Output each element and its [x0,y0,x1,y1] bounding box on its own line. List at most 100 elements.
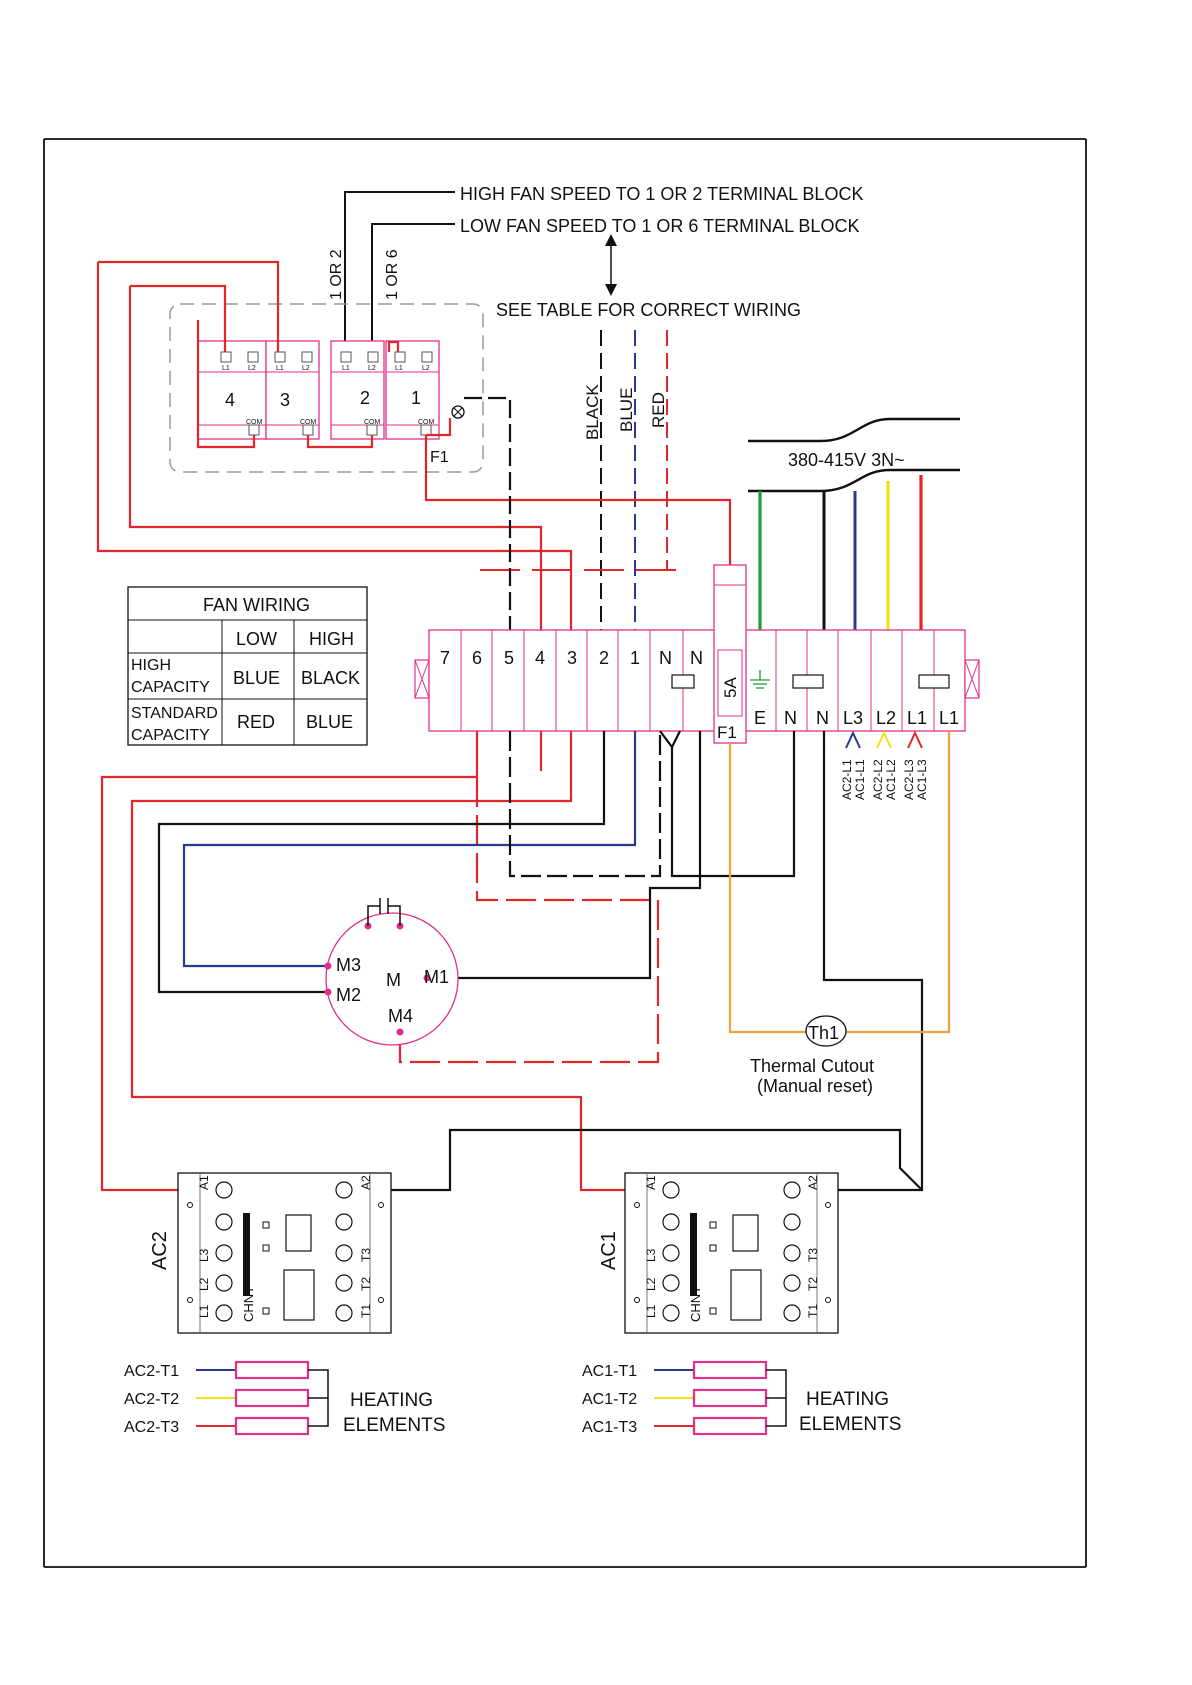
heater-ac1-1 [692,1360,768,1380]
svg-text:L2: L2 [248,365,256,372]
row2-label-1: STANDARD [131,705,218,722]
ac2-t2-label: AC2-T2 [124,1391,179,1408]
heater-ac1-3 [692,1416,768,1436]
motor-label: M [386,970,401,990]
svg-text:COM: COM [418,419,435,426]
switch-panel: 4 3 2 1 L1 L2 COM L1 L2 COM L1 [169,303,484,473]
svg-text:A2: A2 [359,1175,373,1190]
ac1-heating-label-2: ELEMENTS [799,1414,901,1435]
supply-terminal-labels: E N N L3 L2 L1 L1 [754,708,959,728]
motor-m4: M4 [388,1006,413,1026]
ac2-heating-label-2: ELEMENTS [343,1415,445,1436]
heating-elements-ac1: AC1-T1 AC1-T2 AC1-T3 HEATING ELEMENTS [582,1360,901,1436]
earth-icon [750,670,770,689]
terminal-e[interactable]: E [754,708,766,728]
branch-notes: AC2-L1 AC1-L1 AC2-L2 AC1-L2 AC2-L3 AC1-L… [840,759,929,800]
n-link-icon-2 [792,674,824,689]
capacitor-icon [367,898,401,926]
switch-4-number: 4 [225,390,235,410]
ac1-heating-label-1: HEATING [806,1389,889,1410]
svg-text:COM: COM [300,419,317,426]
fan-table-low-header: LOW [236,629,277,649]
svg-text:AC2-L1: AC2-L1 [840,759,854,800]
svg-text:L1: L1 [276,365,284,372]
terminal-7[interactable]: 7 [440,648,450,668]
terminal-l1-2[interactable]: L1 [939,708,959,728]
terminal-l3[interactable]: L3 [843,708,863,728]
ac1-t3-label: AC1-T3 [582,1419,637,1436]
svg-text:A2: A2 [806,1175,820,1190]
terminal-3[interactable]: 3 [567,648,577,668]
contactor-ac1[interactable]: AC1 A1 A2 L3 L2 L1 T3 T2 T1 CHNT [598,1172,839,1334]
blue-wire-label: BLUE [617,388,636,432]
svg-text:T2: T2 [359,1277,373,1291]
row2-high: BLUE [306,712,353,732]
fan-table-title: FAN WIRING [203,595,310,615]
svg-text:L1: L1 [222,365,230,372]
contactor-ac2[interactable]: AC2 A1 A2 L3 L2 L1 T3 T2 T1 CHNT [149,1172,392,1334]
svg-text:COM: COM [246,419,263,426]
fan-table-high-header: HIGH [309,629,354,649]
svg-text:L1: L1 [197,1304,211,1318]
switch-1-number: 1 [411,388,421,408]
fan-motor: M M3 M2 M1 M4 [324,898,459,1046]
svg-text:L2: L2 [302,365,310,372]
terminal-l2[interactable]: L2 [876,708,896,728]
svg-text:AC1-L3: AC1-L3 [915,759,929,800]
svg-text:A1: A1 [197,1175,211,1190]
row1-label-2: CAPACITY [131,679,210,696]
l1-branch-icon [907,730,923,749]
terminal-2[interactable]: 2 [599,648,609,668]
thermal-label-1: Thermal Cutout [750,1056,874,1076]
terminal-n-3[interactable]: N [784,708,797,728]
lower-wiring [100,730,951,1192]
ac1-t2-label: AC1-T2 [582,1391,637,1408]
ac2-heating-label-1: HEATING [350,1390,433,1411]
motor-m1: M1 [424,967,449,987]
terminal-numbers: 7 6 5 4 3 2 1 N N [440,648,703,668]
heater-ac1-2 [692,1388,768,1408]
terminal-n-2[interactable]: N [690,648,703,668]
svg-text:L3: L3 [197,1248,211,1262]
terminal-l1-1[interactable]: L1 [907,708,927,728]
row2-low: RED [237,712,275,732]
svg-text:L2: L2 [422,365,430,372]
row1-low: BLUE [233,668,280,688]
svg-text:T1: T1 [806,1304,820,1318]
svg-text:L3: L3 [644,1248,658,1262]
switch-2-number: 2 [360,388,370,408]
motor-m2: M2 [336,985,361,1005]
panel-wiring [96,260,732,640]
l3-branch-icon [845,730,861,749]
high-fan-note: HIGH FAN SPEED TO 1 OR 2 TERMINAL BLOCK [460,184,863,204]
svg-text:T2: T2 [806,1277,820,1291]
svg-text:L1: L1 [395,365,403,372]
svg-text:AC2-L2: AC2-L2 [871,759,885,800]
panel-fuse-label: F1 [430,449,449,466]
switch-terminal-labels: L1 L2 COM L1 L2 COM L1 L2 COM L1 L2 COM [222,365,435,426]
terminal-4[interactable]: 4 [535,648,545,668]
terminal-5[interactable]: 5 [504,648,514,668]
terminal-n-1[interactable]: N [659,648,672,668]
fan-selection-wires: BLACK BLUE RED [480,330,680,640]
heater-ac2-3 [234,1416,310,1436]
ac2-t1-label: AC2-T1 [124,1363,179,1380]
thermal-cutout[interactable]: Th1 Thermal Cutout (Manual reset) [750,1015,874,1096]
terminal-n-4[interactable]: N [816,708,829,728]
svg-text:L2: L2 [368,365,376,372]
svg-text:AC1-L2: AC1-L2 [884,759,898,800]
svg-text:COM: COM [364,419,381,426]
ac2-screw-terminals [215,1181,353,1322]
heater-ac2-2 [234,1388,310,1408]
thermal-symbol: Th1 [808,1023,839,1043]
heater-ac2-1 [234,1360,310,1380]
terminal-6[interactable]: 6 [472,648,482,668]
one-or-six-label: 1 OR 6 [384,249,401,300]
terminal-1[interactable]: 1 [630,648,640,668]
red-wire-label: RED [649,392,668,428]
n-link-icon [671,674,695,689]
motor-m3: M3 [336,955,361,975]
row1-high: BLACK [301,668,360,688]
arrow-up-icon [605,234,617,246]
